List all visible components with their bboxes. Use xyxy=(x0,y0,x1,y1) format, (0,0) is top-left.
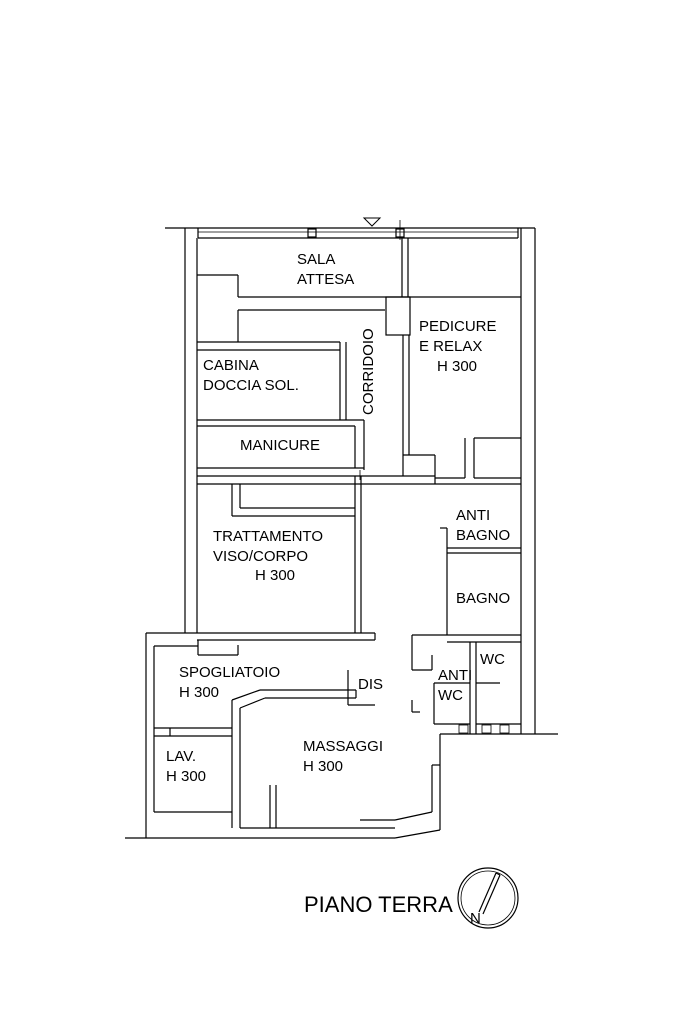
wall-pedicure xyxy=(402,335,521,484)
wall-wc xyxy=(433,642,521,734)
room-lav-line-1: LAV. xyxy=(166,748,196,765)
room-spogliatoio-line-1: SPOGLIATOIO xyxy=(179,664,280,681)
north-label: N xyxy=(470,910,481,927)
room-lav-line-2: H 300 xyxy=(166,768,206,785)
room-trattamento-line-3: H 300 xyxy=(255,567,295,584)
room-manicure: MANICURE xyxy=(240,437,320,454)
street-line xyxy=(165,220,535,240)
perimeter-walls xyxy=(125,228,558,839)
room-anti-wc-line-2: WC xyxy=(438,687,463,704)
room-cabina-line-1: CABINA xyxy=(203,357,259,374)
room-trattamento-line-1: TRATTAMENTO xyxy=(213,528,323,545)
room-anti-bagno: ANTI BAGNO xyxy=(456,507,510,544)
room-pedicure: PEDICURE E RELAX H 300 xyxy=(419,318,497,375)
room-trattamento: TRATTAMENTO VISO/CORPO H 300 xyxy=(213,528,323,584)
room-cabina: CABINA DOCCIA SOL. xyxy=(203,357,299,394)
room-spogliatoio-line-2: H 300 xyxy=(179,684,219,701)
entrance-marker xyxy=(362,217,382,227)
room-lav: LAV. H 300 xyxy=(166,748,206,785)
wall-bagno xyxy=(411,527,521,671)
room-pedicure-line-3: H 300 xyxy=(437,358,477,375)
wall-sala-attesa xyxy=(197,238,521,342)
room-anti-wc: ANTI WC xyxy=(438,667,472,704)
room-pedicure-line-2: E RELAX xyxy=(419,338,482,355)
room-wc: WC xyxy=(480,651,505,668)
room-sala-attesa: SALA ATTESA xyxy=(297,251,354,288)
room-anti-bagno-line-2: BAGNO xyxy=(456,527,510,544)
wall-cabina xyxy=(197,341,365,470)
room-anti-bagno-line-1: ANTI xyxy=(456,507,490,524)
room-massaggi-line-1: MASSAGGI xyxy=(303,738,383,755)
room-massaggi-line-2: H 300 xyxy=(303,758,343,775)
wall-manicure xyxy=(197,426,435,480)
wall-trattamento xyxy=(197,476,521,641)
wall-spogliatoio xyxy=(154,640,420,828)
wall-massaggi xyxy=(240,764,440,829)
room-sala-attesa-line-2: ATTESA xyxy=(297,271,354,288)
room-anti-wc-line-1: ANTI xyxy=(438,667,472,684)
plan-title: PIANO TERRA xyxy=(304,892,453,917)
room-spogliatoio: SPOGLIATOIO H 300 xyxy=(179,664,280,701)
north-arrow-icon xyxy=(457,867,519,929)
room-pedicure-line-1: PEDICURE xyxy=(419,318,497,335)
room-dis: DIS xyxy=(358,676,383,693)
room-trattamento-line-2: VISO/CORPO xyxy=(213,548,308,565)
room-massaggi: MASSAGGI H 300 xyxy=(303,738,383,775)
room-sala-attesa-line-1: SALA xyxy=(297,251,335,268)
room-cabina-line-2: DOCCIA SOL. xyxy=(203,377,299,394)
room-bagno: BAGNO xyxy=(456,590,510,607)
room-corridoio: CORRIDOIO xyxy=(360,328,377,415)
